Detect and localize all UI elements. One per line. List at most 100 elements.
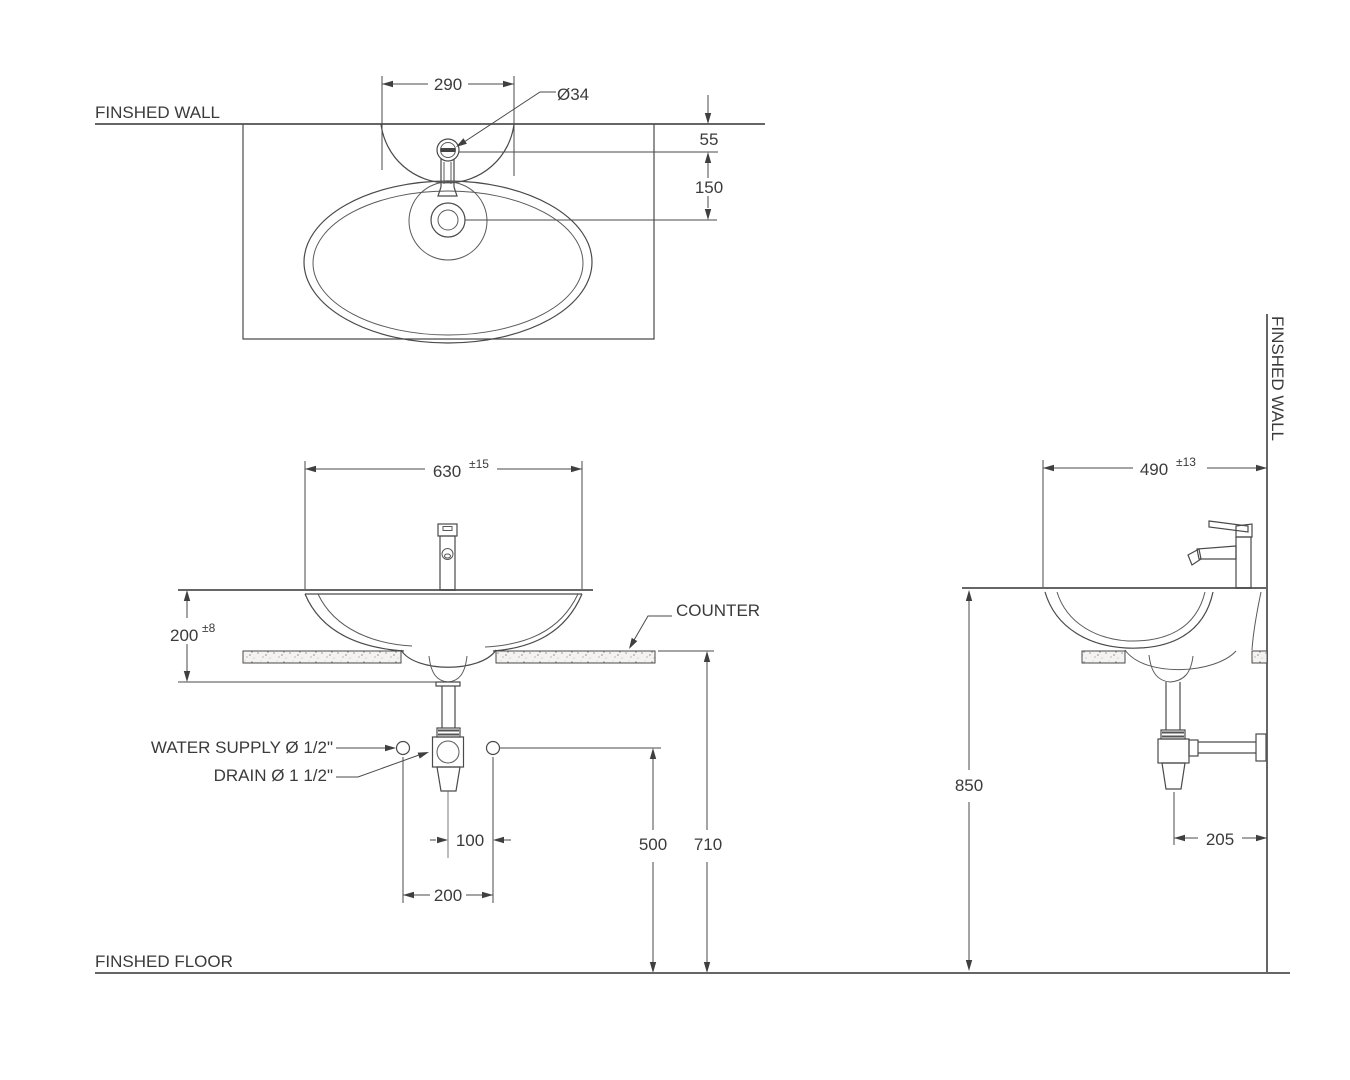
dim-850-value: 850 xyxy=(955,776,983,795)
faucet-spout-side xyxy=(1196,545,1237,560)
nut-band xyxy=(438,729,459,732)
dim-200h-value: 200 xyxy=(170,626,198,645)
bowl-underside-side xyxy=(1124,649,1237,671)
bowl-back-edge-side xyxy=(1251,591,1262,651)
arrow-right-icon xyxy=(1256,834,1267,842)
dim-100-value: 100 xyxy=(456,831,484,850)
dim-290-value: 290 xyxy=(434,75,462,94)
faucet-handle-side xyxy=(1208,520,1249,533)
arrow-up-icon xyxy=(704,152,712,163)
faucet-hole-inner xyxy=(440,142,456,158)
dim-630: 630 ±15 xyxy=(304,457,583,589)
arrow-up-icon xyxy=(965,590,973,601)
arrow-left-icon xyxy=(1174,834,1185,842)
arrow-up-icon xyxy=(183,590,191,601)
dim-290-extension-lines xyxy=(381,76,515,176)
drain-inner-plan xyxy=(437,209,459,231)
arrow-right-icon xyxy=(482,891,493,899)
faucet-deck-arc xyxy=(380,123,515,184)
faucet-cap-detail xyxy=(442,526,453,531)
arrow-right-icon xyxy=(437,836,448,844)
nut-band xyxy=(438,733,459,736)
dim-290: 290 xyxy=(381,75,515,176)
counter-callout: COUNTER xyxy=(629,601,760,649)
dim-490: 490 ±13 xyxy=(1042,455,1267,588)
dim-500-value: 500 xyxy=(639,835,667,854)
arrow-left-icon xyxy=(403,891,414,899)
counter-slab-front-right xyxy=(495,650,656,664)
trap-circle-front xyxy=(436,740,460,764)
counter-label: COUNTER xyxy=(676,601,760,620)
faucet-logo-ring xyxy=(441,548,454,560)
bowl-right-profile xyxy=(492,593,583,652)
arrow-left-icon xyxy=(1043,464,1054,472)
dim-150-value: 150 xyxy=(695,178,723,197)
drain-leader xyxy=(336,754,420,778)
dim-55-value: 55 xyxy=(700,130,719,149)
drain-label: DRAIN Ø 1 1/2" xyxy=(214,766,333,785)
arrow-down-icon xyxy=(703,962,711,973)
arrow-right-icon xyxy=(385,744,396,752)
basin-inner-rim-plan xyxy=(312,190,584,336)
counter-slab-front-left xyxy=(242,650,402,664)
bowl-inner-side xyxy=(1056,591,1206,642)
faucet-side xyxy=(1187,520,1253,589)
trap-nut-side xyxy=(1160,729,1186,740)
faucet-hole-outer xyxy=(436,138,460,162)
arrow-down-icon xyxy=(183,671,191,682)
drain-callout: DRAIN Ø 1 1/2" xyxy=(214,752,429,785)
faucet-aerator-tip xyxy=(1187,548,1202,566)
dim-200b-value: 200 xyxy=(434,886,462,905)
tailpiece-side xyxy=(1165,682,1181,730)
dim-490-value: 490 xyxy=(1140,460,1168,479)
arrow-left-icon xyxy=(382,80,393,88)
dim-630-value: 630 xyxy=(433,462,461,481)
basin-outer-rim-plan xyxy=(303,180,593,344)
arrow-up-icon xyxy=(649,748,657,759)
counter-slab-side-left xyxy=(1081,650,1126,664)
dim-205-value: 205 xyxy=(1206,830,1234,849)
dim-dia34: Ø34 xyxy=(456,85,589,147)
dim-100: 100 xyxy=(430,831,511,850)
finished-wall-top-label: FINSHED WALL xyxy=(95,103,220,122)
arrow-right-icon xyxy=(571,465,582,473)
dim-55-150: 55 150 xyxy=(459,95,723,221)
faucet-body-front xyxy=(439,535,456,591)
water-supply-point-left xyxy=(395,740,411,756)
side-view: FINSHED WALL 490 ±13 xyxy=(955,314,1287,973)
dia34-value: Ø34 xyxy=(557,85,589,104)
floor: FINSHED FLOOR xyxy=(95,952,1290,974)
drain-cup-front xyxy=(428,655,468,683)
dim-490-tolerance: ±13 xyxy=(1176,455,1196,469)
arrow-down-icon xyxy=(704,113,712,124)
drain-trap-side xyxy=(1157,682,1267,790)
trap-taper-front xyxy=(436,766,461,792)
dim-630-tolerance: ±15 xyxy=(469,457,489,471)
tailpiece-front xyxy=(441,686,456,728)
trap-body-side xyxy=(1157,738,1190,764)
bowl-depression-plan xyxy=(408,181,488,261)
bowl-right-inner xyxy=(484,593,579,648)
bowl-left-profile xyxy=(304,593,405,652)
arrow-up-icon xyxy=(703,651,711,662)
front-view: 630 ±15 xyxy=(151,457,760,973)
faucet-body-side xyxy=(1235,536,1252,589)
dia34-leader-line xyxy=(457,91,556,147)
arrow-down-icon xyxy=(704,209,712,220)
arrow-leader-icon xyxy=(456,138,467,147)
finished-floor-label: FINSHED FLOOR xyxy=(95,952,233,971)
arrow-right-icon xyxy=(503,80,514,88)
arrow-leader-icon xyxy=(417,752,429,759)
trap-taper-side xyxy=(1161,762,1186,790)
bowl-profile-side xyxy=(1044,591,1214,649)
counter-outline-plan xyxy=(242,124,655,340)
faucet-logo-dot xyxy=(444,553,451,559)
dim-850: 850 xyxy=(955,590,983,971)
drain-flange-front xyxy=(435,681,461,687)
pipe-connector-side xyxy=(1188,739,1199,757)
water-supply-callout: WATER SUPPLY Ø 1/2" xyxy=(151,738,396,757)
finished-wall-side-label: FINSHED WALL xyxy=(1268,316,1287,441)
dim-710-value: 710 xyxy=(694,835,722,854)
